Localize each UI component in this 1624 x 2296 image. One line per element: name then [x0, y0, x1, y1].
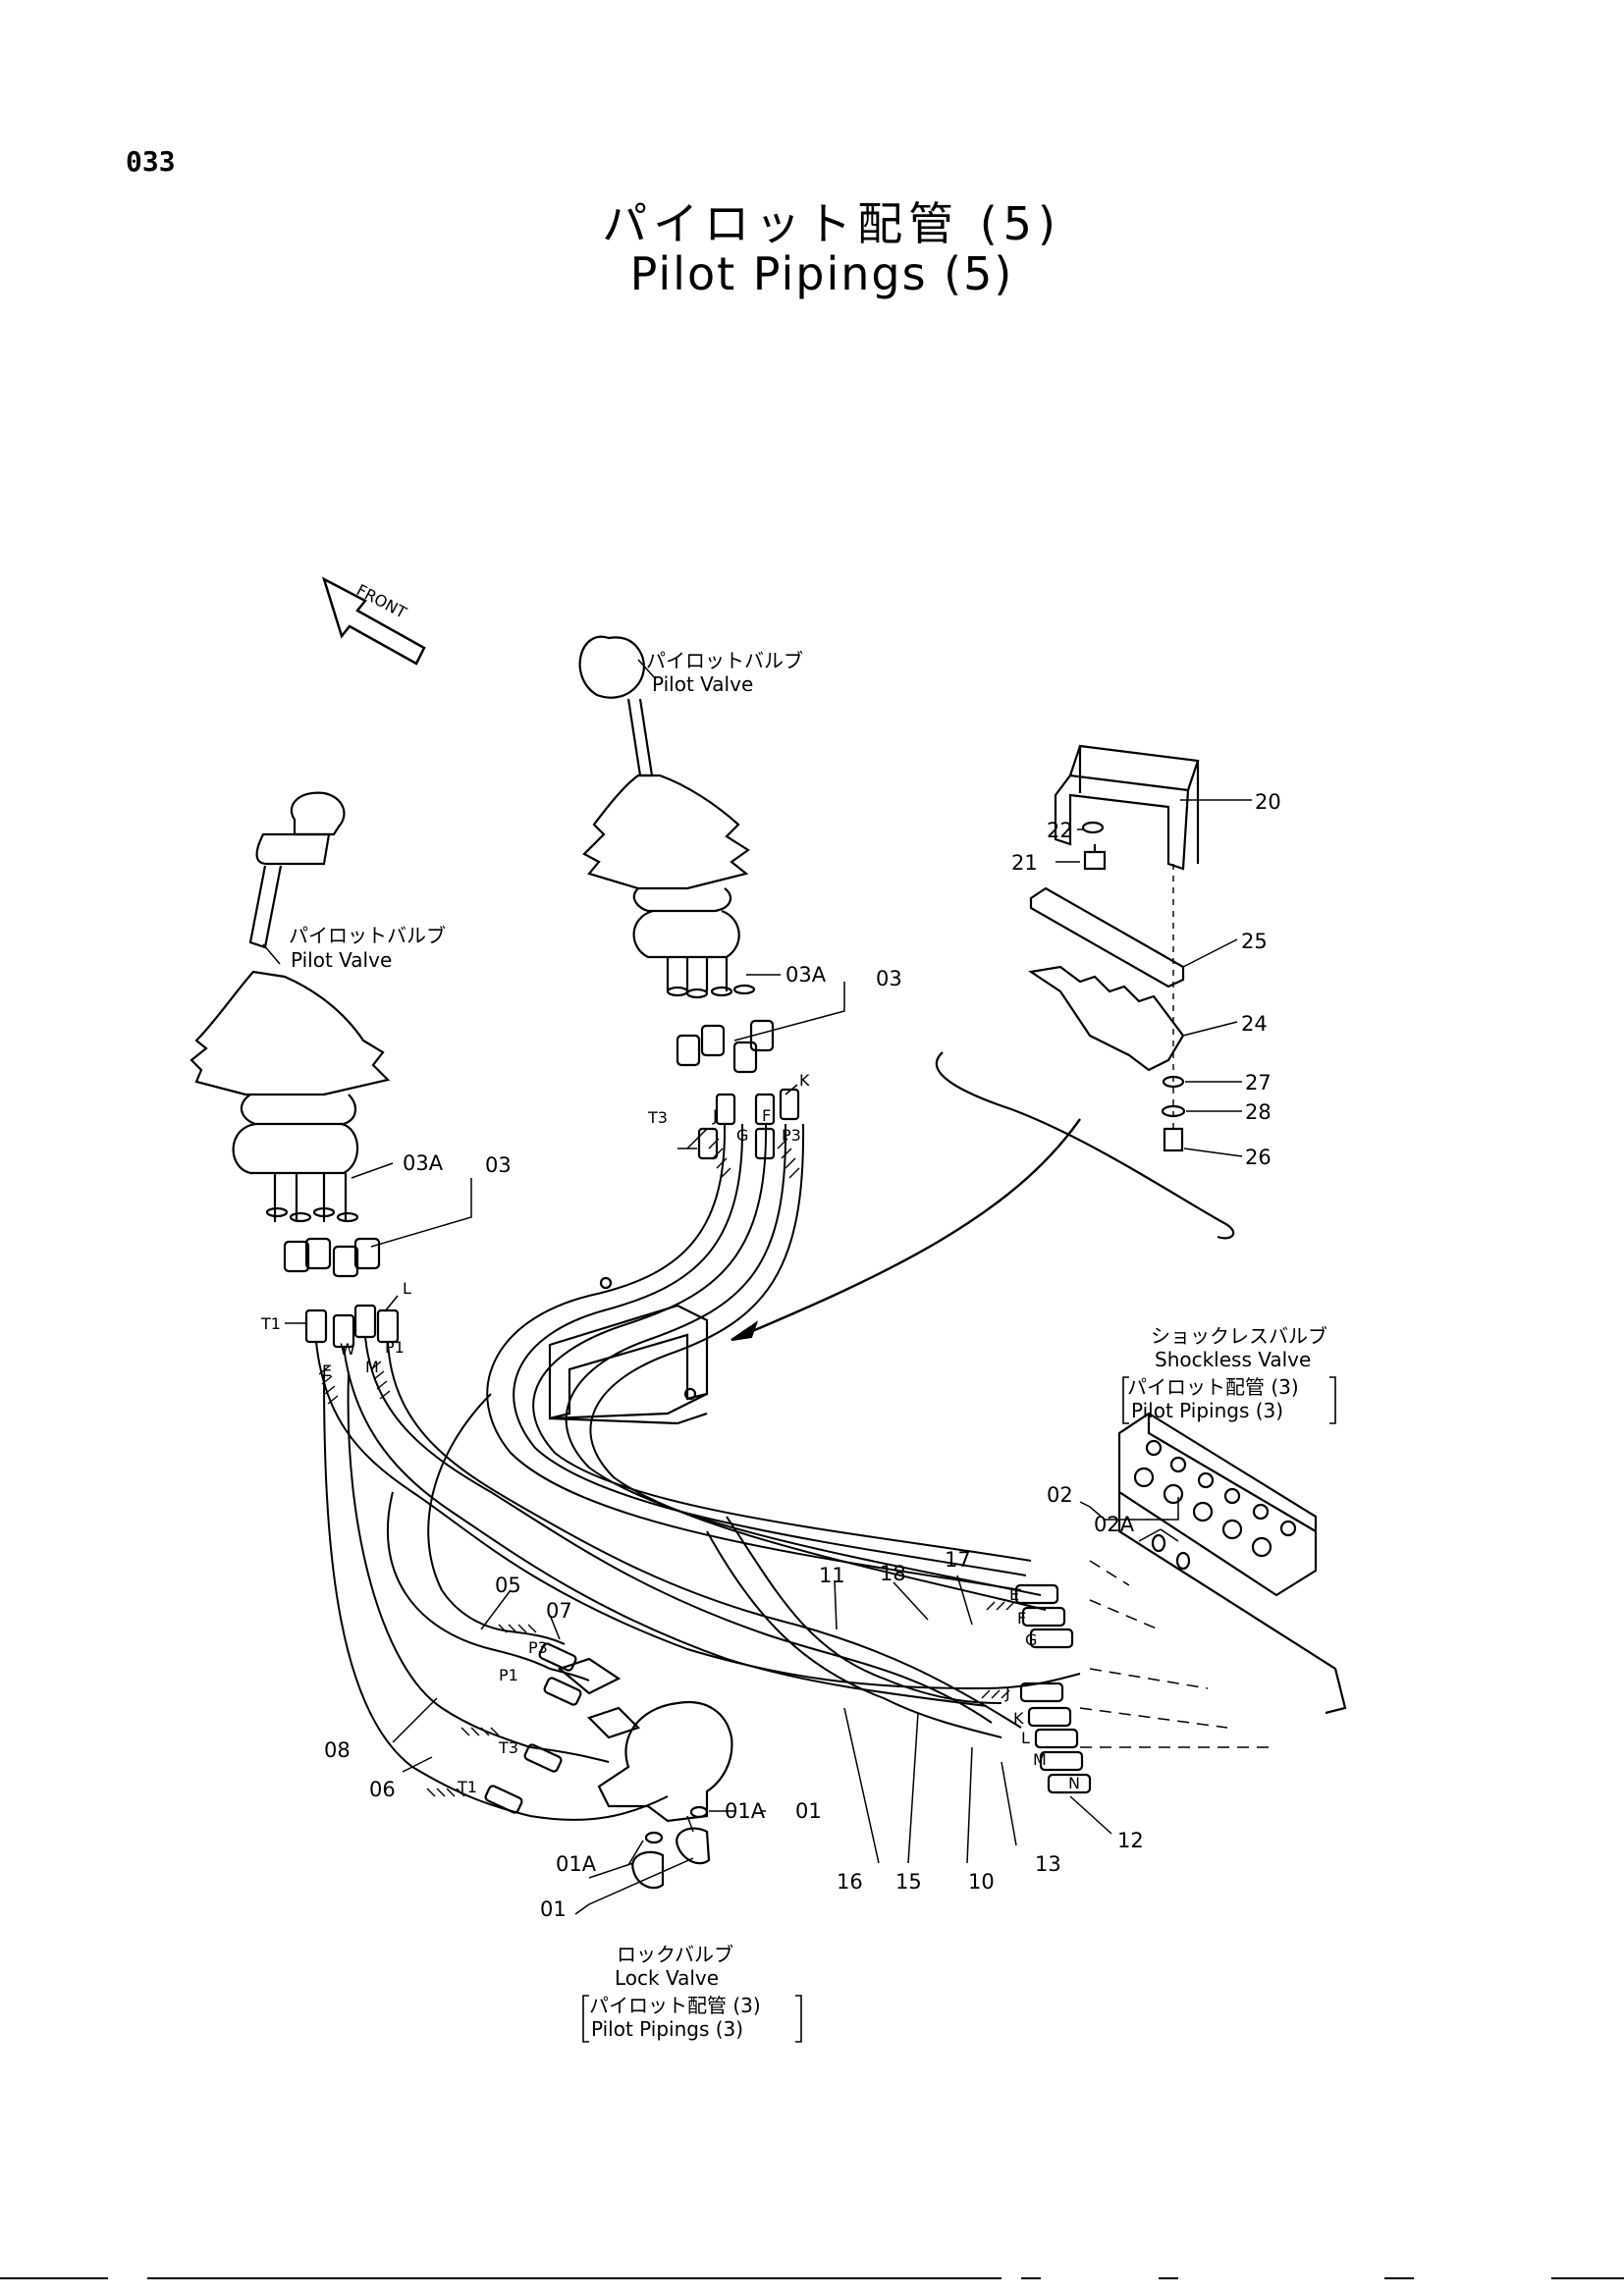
- part-03a-left: 03A: [403, 1151, 444, 1175]
- part-01a-right: 01A: [725, 1799, 766, 1823]
- footer-rule-5: [1384, 2277, 1414, 2279]
- port-e: E: [322, 1362, 332, 1380]
- part-03-left: 03: [485, 1153, 512, 1177]
- callout-shockless-en: Shockless Valve: [1155, 1348, 1311, 1371]
- callout-brackets: [582, 1376, 1336, 2043]
- footer-rule-1: [0, 2277, 108, 2279]
- hose-label-n: N: [1068, 1774, 1080, 1792]
- detail-callout-line: [731, 1051, 1235, 1342]
- page-number: 033: [126, 145, 176, 178]
- callout-shockless-ref-en: Pilot Pipings (3): [1131, 1399, 1283, 1422]
- part-21: 21: [1011, 851, 1038, 875]
- lock-valve-fittings: [484, 1642, 582, 1814]
- front-arrow-icon: FRONT: [321, 576, 426, 666]
- part-06: 06: [369, 1778, 396, 1801]
- part-03a-top: 03A: [785, 963, 827, 987]
- footer-rule-2: [147, 2277, 1001, 2279]
- part-01a-left: 01A: [556, 1852, 597, 1876]
- part-28: 28: [1245, 1100, 1272, 1124]
- part-12: 12: [1117, 1829, 1144, 1852]
- hose-label-k: K: [1013, 1709, 1024, 1728]
- lock-port-t3: T3: [498, 1738, 518, 1757]
- hose-hatching: [318, 1138, 1015, 1797]
- port-t3-top: T3: [647, 1108, 668, 1127]
- hose-end-fittings-right: [1014, 1583, 1092, 1794]
- callout-lock-jp: ロックバルブ: [617, 1943, 733, 1966]
- part-07: 07: [546, 1599, 572, 1623]
- lock-port-t1: T1: [457, 1778, 477, 1796]
- part-01-right: 01: [795, 1799, 822, 1823]
- callout-pilot-valve-left-jp: パイロットバルブ: [289, 924, 446, 947]
- front-label: FRONT: [353, 580, 409, 622]
- fittings-top: [676, 1019, 800, 1160]
- hose-label-g: G: [1025, 1630, 1037, 1649]
- part-24: 24: [1241, 1012, 1268, 1036]
- part-03-top: 03: [876, 967, 902, 990]
- hose-label-m: M: [1033, 1750, 1047, 1769]
- part-01-left: 01: [540, 1897, 567, 1921]
- port-l-left: L: [403, 1279, 411, 1298]
- callout-shockless-jp: ショックレスバルブ: [1151, 1324, 1327, 1348]
- callout-lock-ref-en: Pilot Pipings (3): [591, 2017, 743, 2041]
- fittings-left: [283, 1237, 400, 1349]
- lock-port-p3: P3: [528, 1638, 548, 1657]
- pilot-valve-top: [578, 635, 756, 999]
- part-17: 17: [945, 1548, 971, 1572]
- hose-label-j: J: [1004, 1683, 1010, 1702]
- port-m: M: [365, 1358, 379, 1376]
- part-26: 26: [1245, 1146, 1272, 1169]
- part-10: 10: [968, 1870, 995, 1894]
- port-t1-left: T1: [260, 1314, 281, 1333]
- footer-rule-6: [1551, 2277, 1624, 2279]
- part-20: 20: [1255, 790, 1281, 814]
- part-05: 05: [495, 1574, 521, 1597]
- port-k-top: K: [799, 1071, 810, 1090]
- port-g: G: [736, 1126, 748, 1145]
- part-25: 25: [1241, 930, 1268, 953]
- part-02: 02: [1047, 1483, 1073, 1507]
- part-11: 11: [819, 1564, 845, 1587]
- hose-label-l: L: [1021, 1729, 1030, 1747]
- callout-shockless-ref-jp: パイロット配管 (3): [1127, 1375, 1299, 1399]
- port-f: F: [762, 1106, 771, 1125]
- page-title-japanese: パイロット配管 (5): [602, 197, 1061, 250]
- shockless-valve: [1079, 1412, 1347, 1748]
- port-p3-top: P3: [782, 1126, 801, 1145]
- lock-port-p1: P1: [499, 1666, 518, 1684]
- port-w: W: [340, 1340, 355, 1359]
- page-title-english: Pilot Pipings (5): [629, 247, 1014, 300]
- part-13: 13: [1035, 1852, 1061, 1876]
- hose-label-f: F: [1017, 1609, 1026, 1628]
- footer-rule-3: [1021, 2277, 1041, 2279]
- callout-pilot-valve-top-en: Pilot Valve: [652, 672, 753, 696]
- port-p1: P1: [385, 1338, 405, 1357]
- hose-bundle: [315, 1123, 1081, 1821]
- port-j: J: [712, 1106, 718, 1125]
- part-27: 27: [1245, 1071, 1272, 1095]
- part-22: 22: [1047, 819, 1073, 842]
- part-08: 08: [324, 1738, 351, 1762]
- hose-clamp-bracket: [548, 1276, 709, 1425]
- footer-rule-4: [1159, 2277, 1178, 2279]
- leader-lines: [262, 659, 1252, 1915]
- callout-pilot-valve-left-en: Pilot Valve: [291, 948, 392, 972]
- callout-lock-ref-jp: パイロット配管 (3): [589, 1994, 761, 2017]
- pilot-valve-left: [189, 791, 391, 1223]
- hose-label-e: E: [1009, 1585, 1019, 1604]
- part-15: 15: [895, 1870, 922, 1894]
- callout-pilot-valve-top-jp: パイロットバルブ: [646, 649, 803, 672]
- bracket-detail: [1028, 744, 1200, 1152]
- part-16: 16: [837, 1870, 863, 1894]
- part-18: 18: [880, 1562, 906, 1585]
- callout-lock-en: Lock Valve: [615, 1966, 719, 1990]
- part-02a: 02A: [1094, 1513, 1135, 1536]
